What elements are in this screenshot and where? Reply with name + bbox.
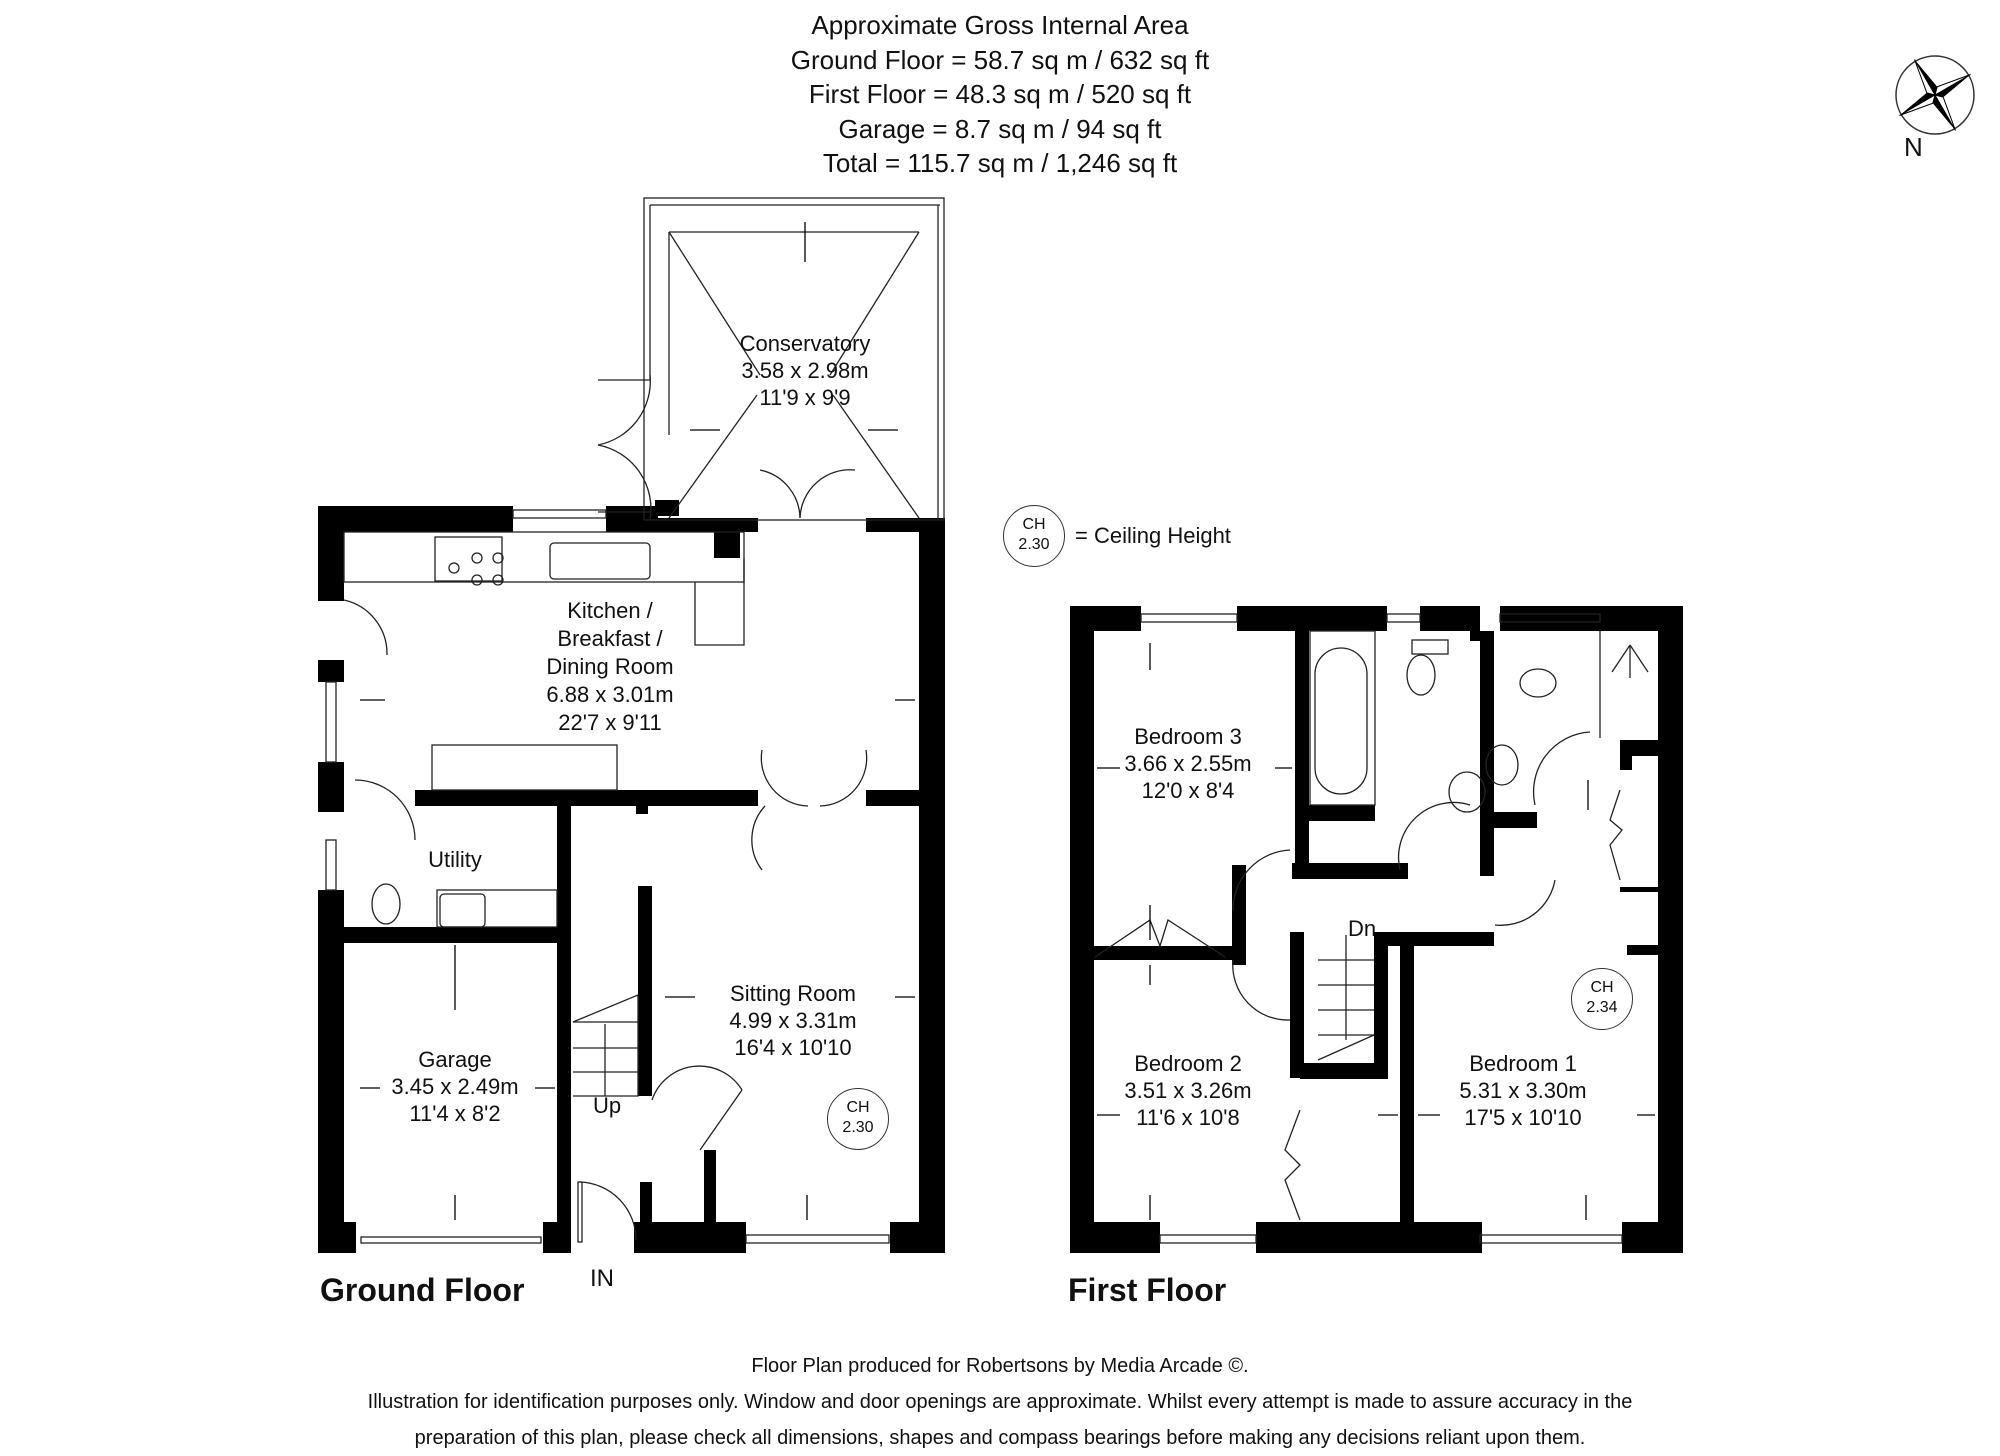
area-title: Approximate Gross Internal Area [811, 10, 1189, 40]
compass-star-icon [1895, 55, 1975, 135]
entrance-label: IN [590, 1265, 614, 1292]
room-name-line3: Dining Room [546, 654, 674, 679]
room-name: Utility [428, 847, 482, 872]
room-bedroom-2: Bedroom 2 3.51 x 3.26m 11'6 x 10'8 [1124, 1050, 1251, 1131]
room-metric: 3.45 x 2.49m [391, 1074, 519, 1099]
first-floor-lines [1094, 613, 1649, 1244]
first-floor-title: First Floor [1068, 1272, 1227, 1308]
room-imperial: 16'4 x 10'10 [734, 1035, 852, 1060]
room-name: Bedroom 1 [1469, 1051, 1577, 1076]
ch-label: CH [846, 1099, 870, 1116]
ch-label: CH [1590, 979, 1614, 996]
room-utility: Utility [428, 846, 482, 873]
first-floor-walls [1070, 606, 1683, 1253]
room-name-line1: Kitchen / [567, 598, 653, 623]
room-conservatory: Conservatory 3.58 x 2.98m 11'9 x 9'9 [740, 330, 871, 411]
ch-label: CH [1022, 516, 1046, 533]
stairs-down-label: Dn [1348, 916, 1377, 941]
room-imperial: 11'9 x 9'9 [759, 385, 851, 410]
ground-floor-arrows [360, 222, 915, 1220]
disclaimer-line-1: Illustration for identification purposes… [367, 1391, 1633, 1413]
ground-floor-area: Ground Floor = 58.7 sq m / 632 sq ft [790, 44, 1210, 75]
room-metric: 6.88 x 3.01m [546, 682, 674, 707]
disclaimer: Floor Plan produced for Robertsons by Me… [0, 1348, 2000, 1456]
ground-floor-walls [318, 500, 945, 1253]
ch-value: 2.30 [1018, 536, 1050, 553]
first-floor-area: First Floor = 48.3 sq m / 520 sq ft [808, 79, 1192, 109]
first-floor-arrows [1097, 643, 1655, 1220]
room-imperial: 22'7 x 9'11 [558, 710, 662, 735]
room-imperial: 11'4 x 8'2 [409, 1101, 501, 1126]
room-kitchen: Kitchen / Breakfast / Dining Room 6.88 x… [546, 597, 673, 737]
ground-floor-title: Ground Floor [320, 1272, 525, 1308]
room-name: Bedroom 3 [1134, 724, 1242, 749]
room-metric: 5.31 x 3.30m [1459, 1078, 1587, 1103]
ceiling-height-legend-text: = Ceiling Height [1075, 523, 1231, 548]
room-name: Garage [418, 1047, 492, 1072]
stairs-up-label: Up [593, 1093, 622, 1118]
room-name: Bedroom 2 [1134, 1051, 1242, 1076]
room-bedroom-3: Bedroom 3 3.66 x 2.55m 12'0 x 8'4 [1124, 723, 1251, 804]
room-imperial: 17'5 x 10'10 [1464, 1105, 1582, 1130]
room-imperial: 11'6 x 10'8 [1136, 1105, 1240, 1130]
total-area: Total = 115.7 sq m / 1,246 sq ft [822, 148, 1178, 178]
room-metric: 4.99 x 3.31m [729, 1008, 857, 1033]
ch-value: 2.30 [842, 1119, 874, 1136]
room-bedroom-1: Bedroom 1 5.31 x 3.30m 17'5 x 10'10 [1459, 1050, 1586, 1131]
ceiling-height-badge: CH 2.30 [827, 1088, 889, 1150]
ceiling-height-legend-badge: CH 2.30 [1003, 505, 1065, 567]
producer-credit: Floor Plan produced for Robertsons by Me… [751, 1355, 1249, 1377]
room-metric: 3.66 x 2.55m [1124, 751, 1252, 776]
room-imperial: 12'0 x 8'4 [1141, 778, 1235, 803]
room-sitting-room: Sitting Room 4.99 x 3.31m 16'4 x 10'10 [729, 980, 856, 1061]
ch-value: 2.34 [1586, 999, 1618, 1016]
room-metric: 3.51 x 3.26m [1124, 1078, 1252, 1103]
ground-floor-lines [325, 197, 945, 1244]
ceiling-height-badge: CH 2.34 [1571, 968, 1633, 1030]
area-summary: Approximate Gross Internal Area Ground F… [0, 8, 2000, 181]
room-metric: 3.58 x 2.98m [741, 358, 869, 383]
room-garage: Garage 3.45 x 2.49m 11'4 x 8'2 [391, 1046, 518, 1127]
garage-area: Garage = 8.7 sq m / 94 sq ft [838, 113, 1162, 144]
disclaimer-line-2: preparation of this plan, please check a… [414, 1427, 1586, 1449]
room-name: Conservatory [739, 331, 871, 356]
room-name: Sitting Room [730, 981, 856, 1006]
room-name-line2: Breakfast / [557, 626, 663, 651]
compass-north-label: N [1904, 132, 1923, 162]
